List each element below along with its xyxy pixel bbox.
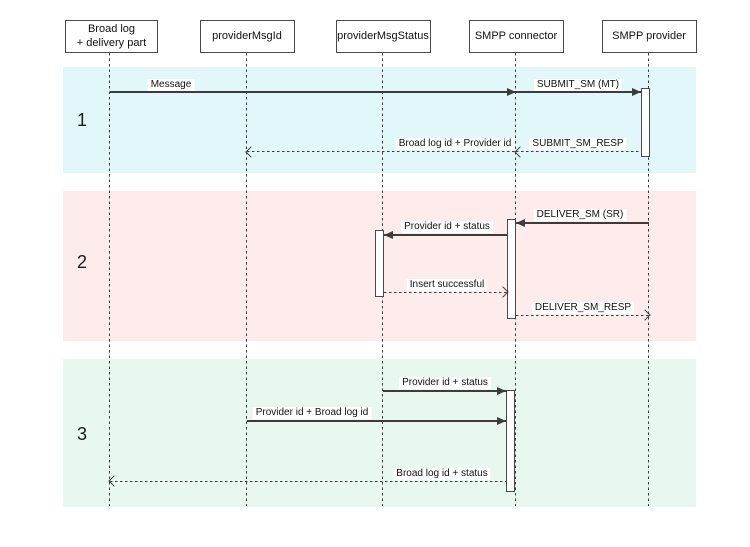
message-insert-successful-line: [384, 292, 507, 294]
message-provider-id-broad-log-id-label: Provider id + Broad log id: [252, 407, 372, 419]
message-provider-id-broad-log-id-arrowhead: [497, 417, 506, 425]
actor-broad-log-delivery-part: Broad log + delivery part: [65, 20, 158, 53]
phase-number-1: 1: [76, 110, 87, 130]
message-deliver-sm-sr-label: DELIVER_SM (SR): [533, 209, 627, 221]
message-provider-id-status-phase2-line: [384, 234, 507, 236]
phase-band-3: [63, 359, 696, 507]
message-submit-sm-mt-line: [516, 91, 641, 93]
message-provider-id-status-phase2-label: Provider id + status: [401, 221, 493, 233]
message-message-label: Message: [147, 79, 195, 91]
message-message-line: [110, 91, 516, 93]
actor-smpp-connector: SMPP connector: [468, 20, 564, 53]
message-deliver-sm-sr-line: [516, 222, 649, 224]
activation-smpp-provider-phase1: [641, 88, 650, 157]
message-provider-id-broad-log-id-line: [247, 420, 506, 422]
actor-provider-msg-status: providerMsgStatus: [335, 20, 431, 53]
actor-smpp-provider: SMPP provider: [601, 20, 697, 53]
activation-provider-msg-status-phase2: [375, 230, 384, 297]
message-insert-successful-label: Insert successful: [406, 279, 488, 291]
message-broad-log-id-status-label: Broad log id + status: [393, 468, 491, 480]
message-deliver-sm-sr-arrowhead: [516, 219, 525, 227]
message-broad-log-id-status-line: [110, 481, 506, 483]
message-submit-sm-mt-label: SUBMIT_SM (MT): [533, 79, 623, 91]
activation-smpp-connector-phase2: [507, 219, 516, 319]
message-provider-id-status-phase3-label: Provider id + status: [399, 377, 491, 389]
lifeline-provider-msg-id: [246, 53, 247, 506]
phase-number-3: 3: [76, 424, 87, 444]
message-deliver-sm-resp-label: DELIVER_SM_RESP: [531, 302, 635, 314]
message-provider-id-status-phase2-arrowhead: [384, 231, 393, 239]
message-provider-id-status-phase3-line: [383, 390, 506, 392]
message-submit-sm-resp-line: [516, 151, 641, 153]
message-message-arrowhead: [507, 88, 516, 96]
actor-provider-msg-id: providerMsgId: [199, 20, 295, 53]
message-submit-sm-resp-label: SUBMIT_SM_RESP: [529, 138, 627, 150]
message-provider-id-status-phase3-arrowhead: [497, 387, 506, 395]
lifeline-smpp-provider: [648, 53, 649, 506]
message-broad-log-id-provider-id-label: Broad log id + Provider id: [395, 138, 515, 150]
message-deliver-sm-resp-line: [516, 315, 649, 317]
message-submit-sm-mt-arrowhead: [632, 88, 641, 96]
message-broad-log-id-provider-id-line: [247, 151, 516, 153]
activation-smpp-connector-phase3: [506, 390, 515, 492]
phase-number-2: 2: [76, 252, 87, 272]
lifeline-broad-log: [109, 53, 110, 506]
